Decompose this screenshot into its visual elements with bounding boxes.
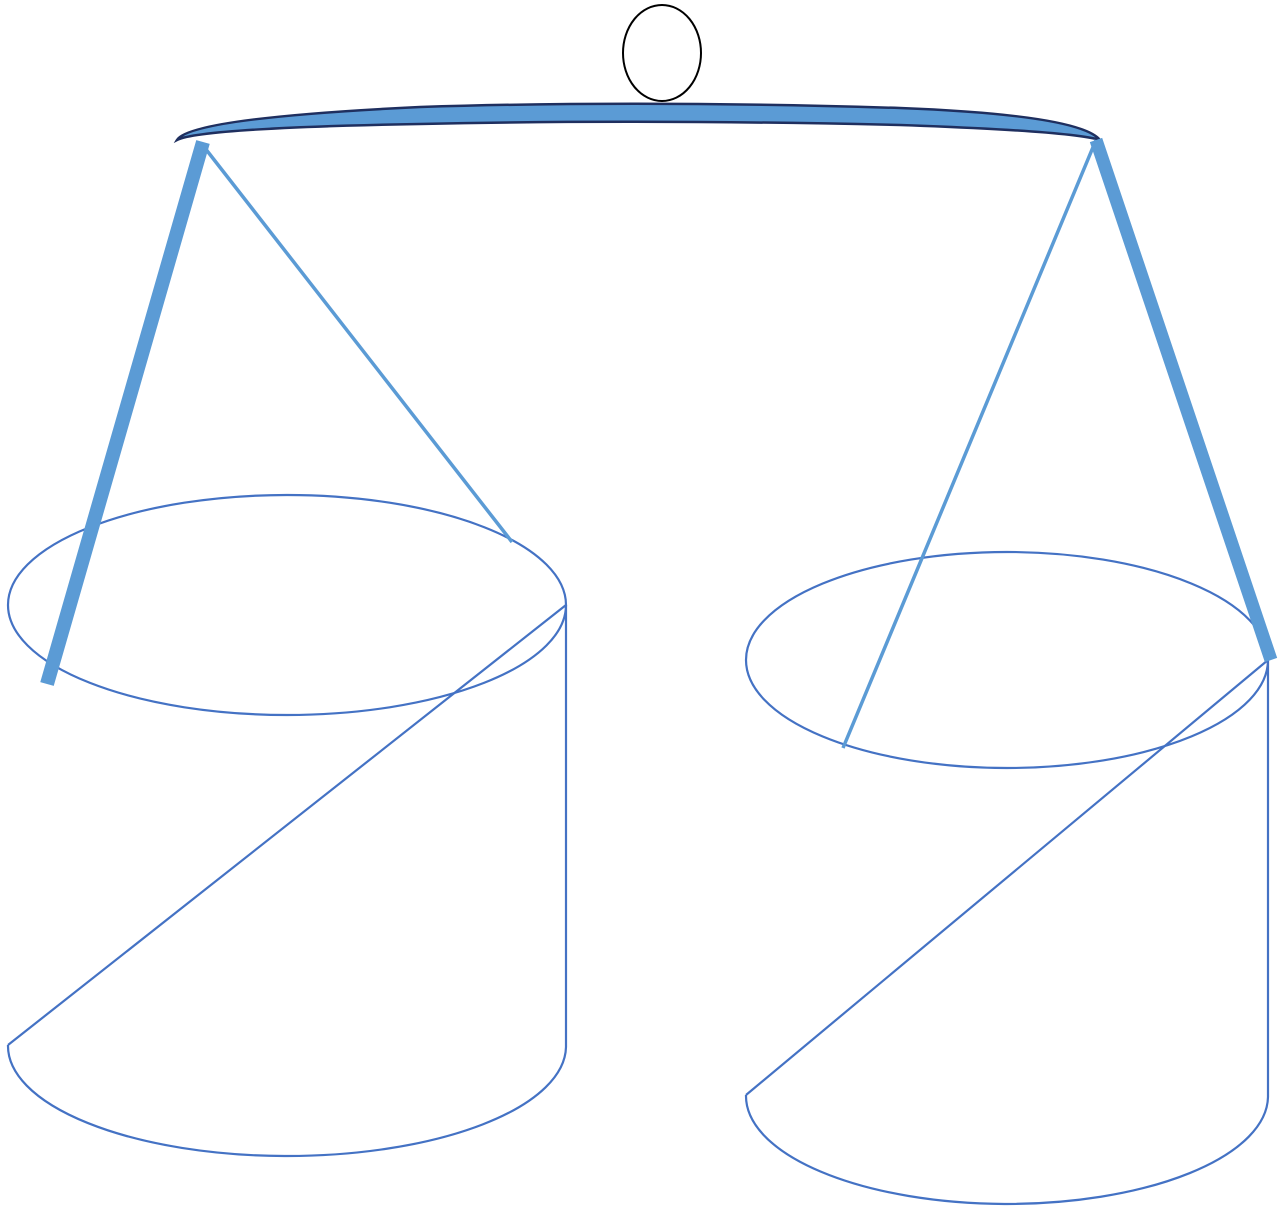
right-cylinder-bottom-arc — [746, 1095, 1268, 1204]
left-pan-thick-rod — [47, 142, 203, 684]
left-cylinder-bottom-arc — [8, 1045, 566, 1156]
left-pan-thin-rod — [201, 143, 512, 542]
right-cylinder-top — [746, 552, 1268, 768]
right-cylinder-diagonal — [746, 660, 1268, 1095]
hook-ring — [623, 5, 701, 101]
balance-beam — [177, 104, 1100, 140]
right-cylinder — [746, 552, 1268, 1204]
left-cylinder — [8, 495, 566, 1156]
right-pan-thick-rod — [1096, 140, 1271, 660]
right-pan-thin-rod — [843, 140, 1096, 748]
left-cylinder-diagonal — [8, 605, 566, 1045]
